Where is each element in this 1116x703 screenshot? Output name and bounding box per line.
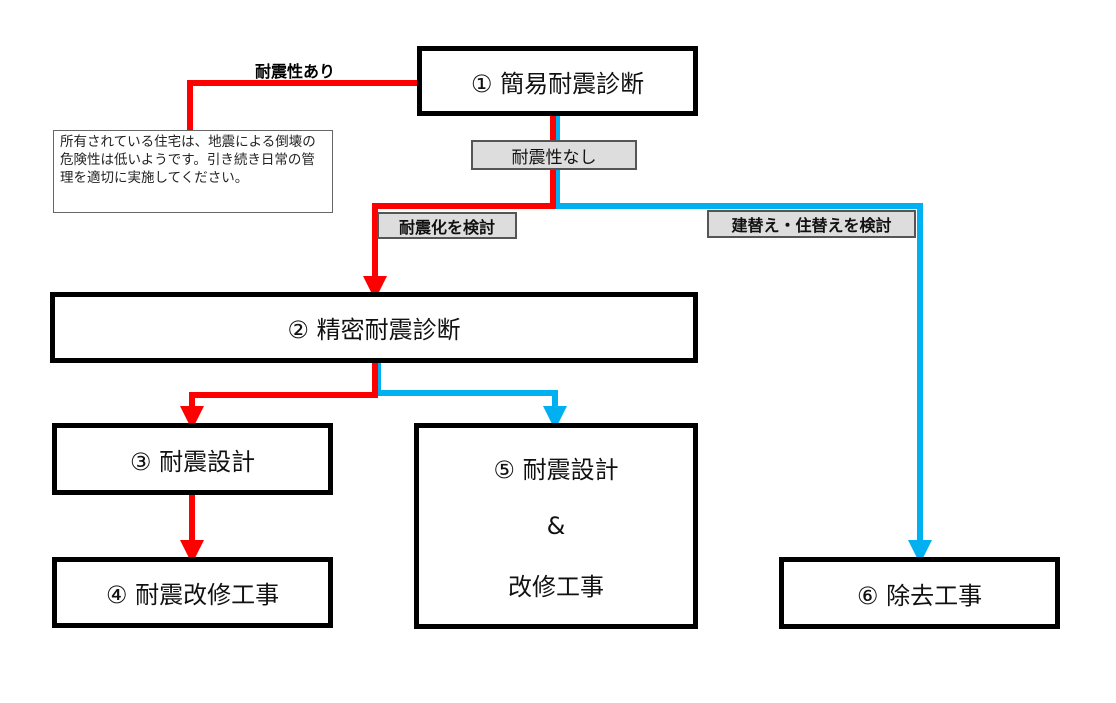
label-resistant: 耐震性あり: [255, 62, 336, 81]
label-not-resistant: 耐震性なし: [471, 140, 637, 170]
step6-demolition: ⑥ 除去工事: [779, 557, 1060, 629]
step1-simple-diagnosis: ① 簡易耐震診断: [417, 46, 698, 116]
step3-seismic-design: ③ 耐震設計: [52, 423, 333, 495]
arrow-to-step5: [375, 362, 567, 430]
note-text: 所有されている住宅は、地震による倒壊の危険性は低いようです。引き続き日常の管理を…: [53, 130, 333, 213]
step5-design-and-retrofit: ⑤ 耐震設計 & 改修工事: [414, 423, 698, 629]
label-consider-retrofit: 耐震化を検討: [377, 212, 517, 239]
step4-retrofit-work: ④ 耐震改修工事: [52, 557, 333, 628]
step5-line2: &: [546, 511, 566, 540]
arrow-to-step3: [180, 362, 378, 430]
label-consider-rebuild: 建替え・住替えを検討: [707, 210, 916, 238]
step2-detailed-diagnosis: ② 精密耐震診断: [50, 292, 698, 363]
step5-line1: ⑤ 耐震設計: [493, 455, 619, 484]
arrow-to-note: [178, 80, 417, 155]
step5-line3: 改修工事: [508, 573, 604, 602]
